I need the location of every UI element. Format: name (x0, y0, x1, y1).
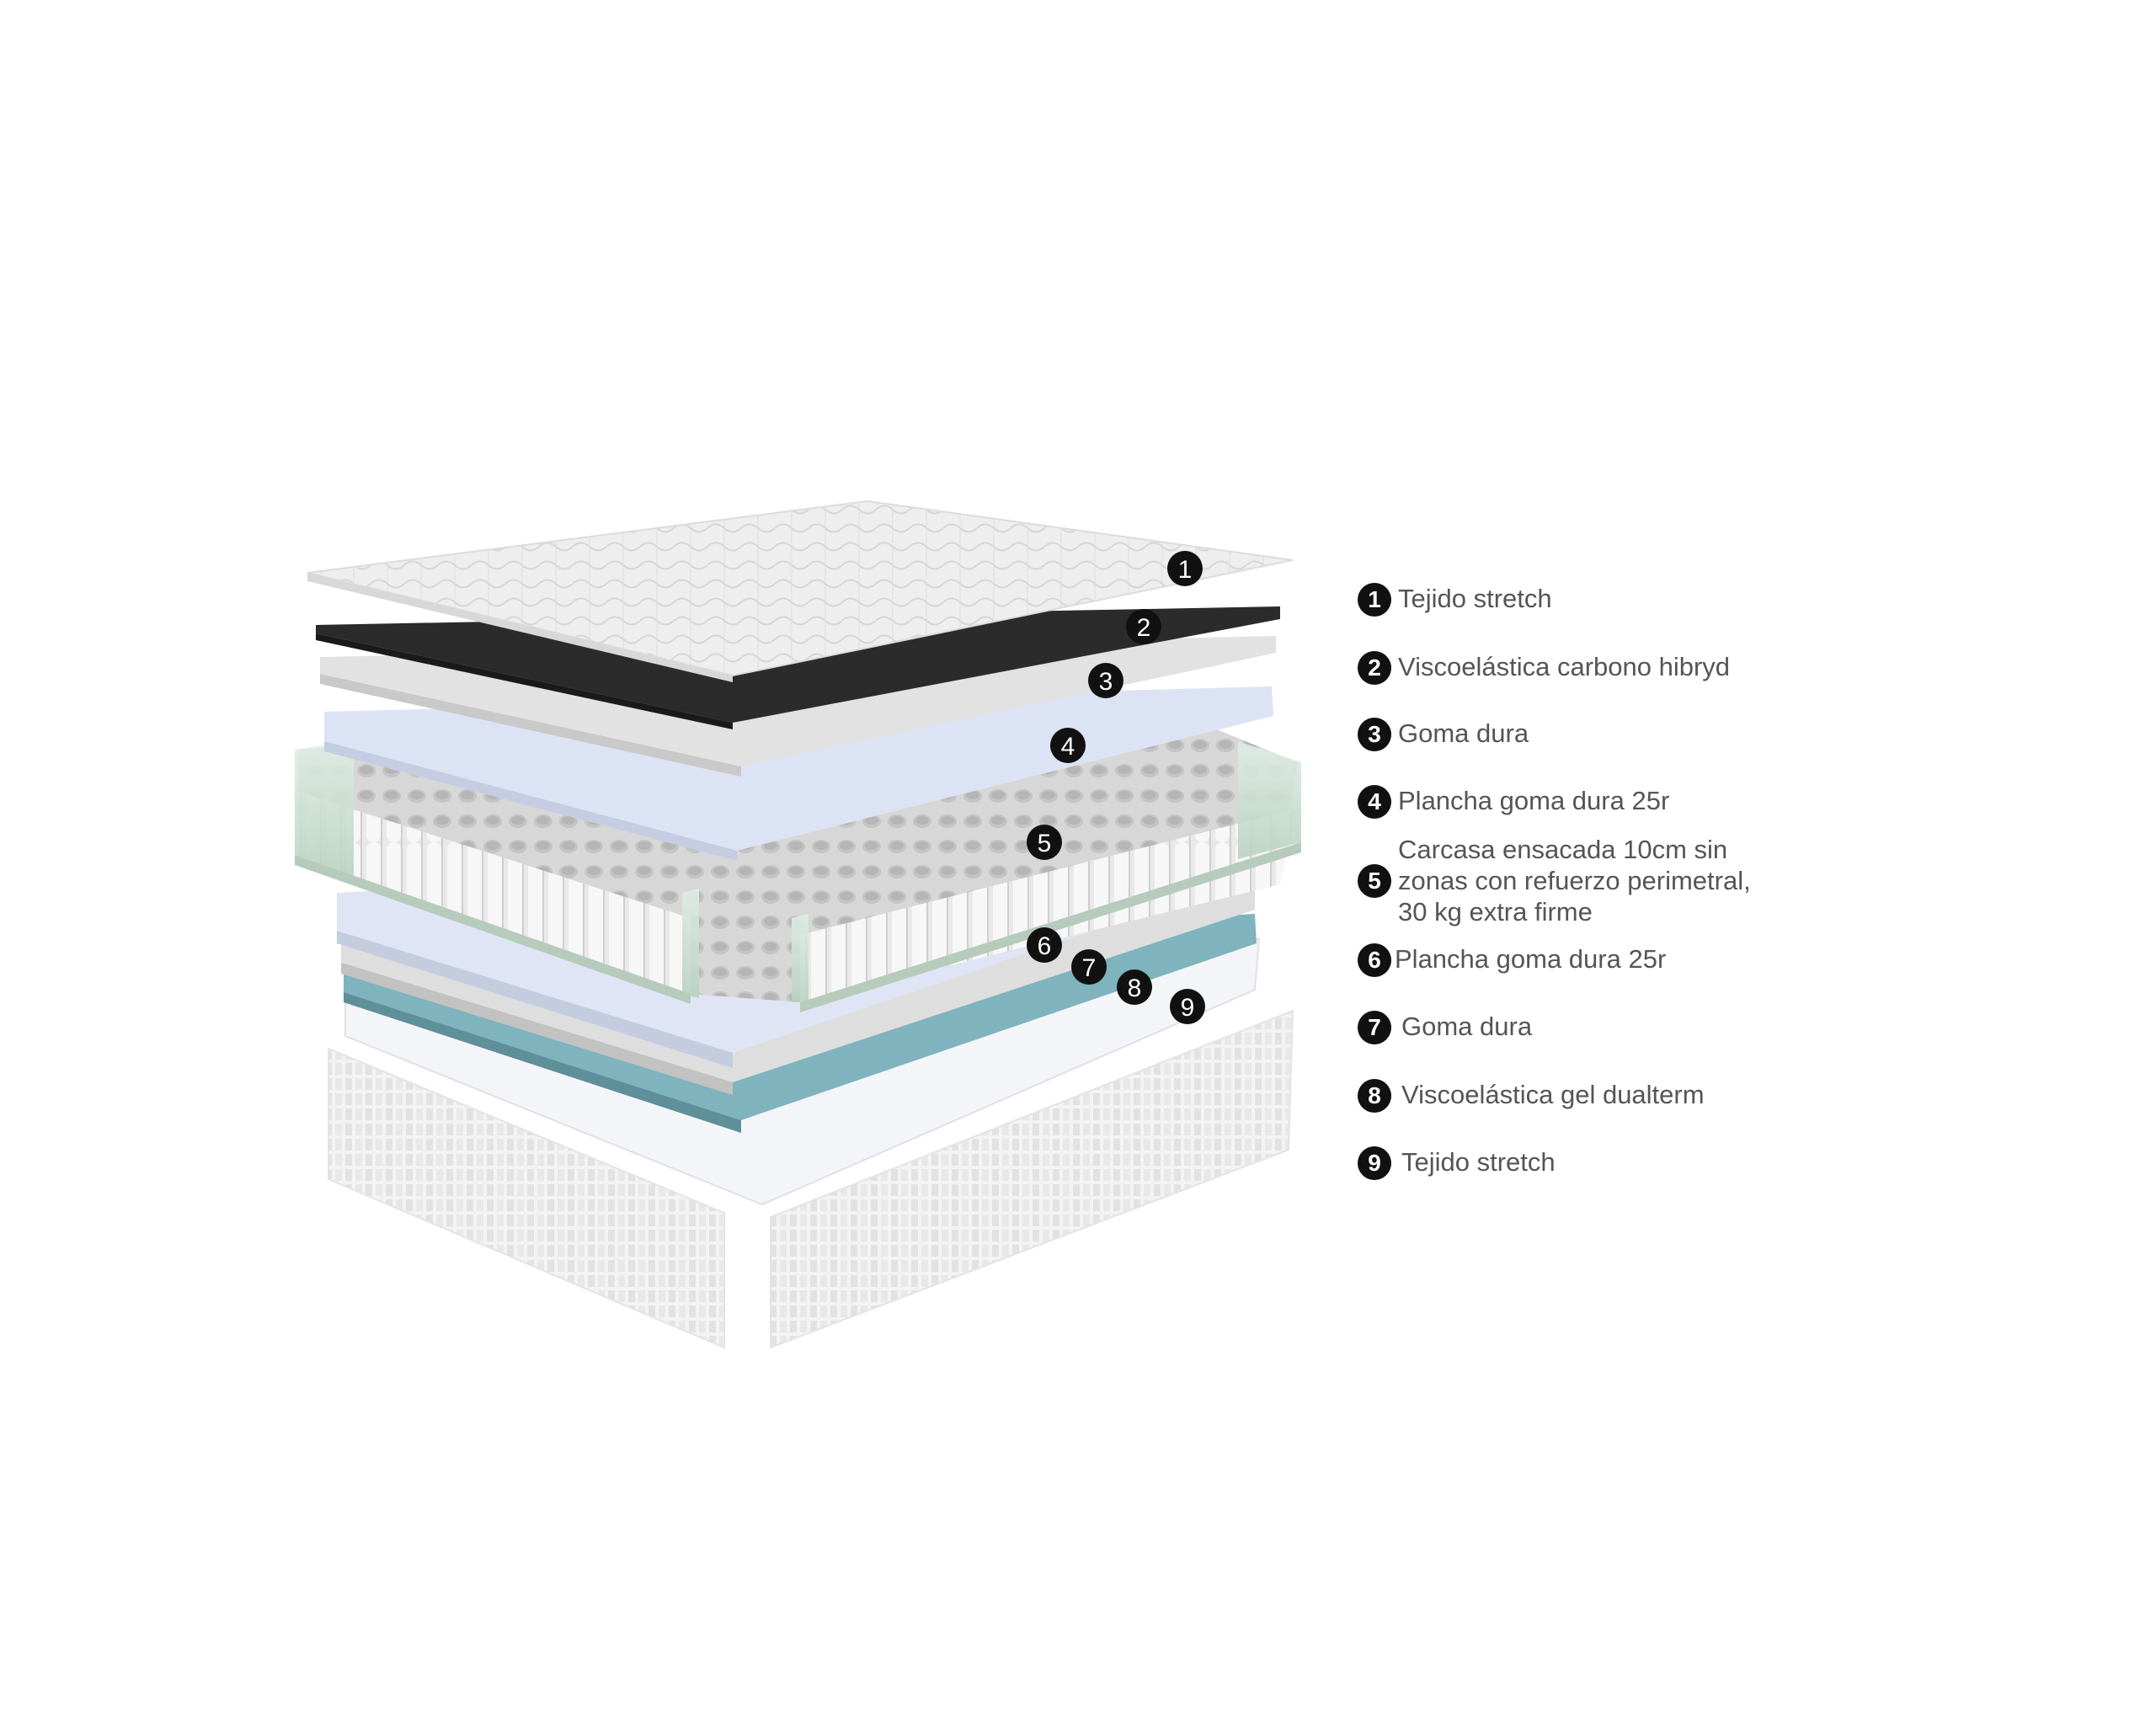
callout-2: 2 (1126, 609, 1161, 644)
legend-badge-2: 2 (1358, 651, 1391, 685)
legend-label-6: Plancha goma dura 25r (1395, 944, 1667, 974)
legend-item-9: 9 Tejido stretch (1358, 1146, 1556, 1180)
svg-text:5: 5 (1038, 830, 1052, 857)
legend-label-9: Tejido stretch (1401, 1147, 1556, 1177)
border-fabric-right (770, 1009, 1294, 1349)
legend-item-3: 3 Goma dura (1358, 718, 1529, 751)
callout-3: 3 (1088, 663, 1123, 698)
legend-item-8: 8 Viscoelástica gel dualterm (1358, 1079, 1705, 1113)
svg-text:7: 7 (1082, 954, 1097, 982)
legend-label-8: Viscoelástica gel dualterm (1401, 1080, 1705, 1109)
svg-text:1: 1 (1178, 556, 1193, 584)
legend-label-5: Carcasa ensacada 10cm sin zonas con refu… (1398, 835, 1751, 927)
svg-text:4: 4 (1061, 733, 1075, 761)
legend-badge-3: 3 (1358, 718, 1391, 751)
legend-label-2: Viscoelástica carbono hibryd (1398, 652, 1731, 681)
legend-badge-8: 8 (1358, 1079, 1391, 1113)
legend-label-4: Plancha goma dura 25r (1398, 786, 1670, 815)
legend-badge-9: 9 (1358, 1146, 1391, 1180)
legend-badge-1: 1 (1358, 583, 1391, 617)
legend-item-4: 4 Plancha goma dura 25r (1358, 785, 1669, 819)
callout-7: 7 (1071, 949, 1107, 985)
callout-8: 8 (1117, 969, 1152, 1005)
legend-badge-4: 4 (1358, 785, 1391, 819)
legend-item-2: 2 Viscoelástica carbono hibryd (1358, 651, 1730, 685)
callout-6: 6 (1027, 927, 1062, 963)
callout-9: 9 (1170, 989, 1205, 1024)
callout-1: 1 (1167, 551, 1203, 586)
legend-item-5: 5 Carcasa ensacada 10cm sin zonas con re… (1358, 834, 1751, 927)
svg-text:9: 9 (1181, 994, 1195, 1022)
layer-1-stretch-fabric (307, 499, 1294, 682)
svg-text:6: 6 (1038, 932, 1052, 960)
legend-item-7: 7 Goma dura (1358, 1011, 1532, 1044)
legend-item-1: 1 Tejido stretch (1358, 583, 1552, 617)
legend-label-7: Goma dura (1401, 1012, 1533, 1041)
legend-badge-5: 5 (1358, 863, 1391, 898)
legend-badge-7: 7 (1358, 1011, 1391, 1044)
svg-text:8: 8 (1128, 975, 1142, 1002)
border-fabric-left (328, 1047, 725, 1349)
callout-4: 4 (1050, 728, 1086, 763)
callout-5: 5 (1027, 825, 1062, 860)
legend-badge-6: 6 (1358, 943, 1391, 977)
legend-item-6: 6 Plancha goma dura 25r (1358, 943, 1666, 977)
svg-text:3: 3 (1099, 668, 1113, 696)
svg-text:2: 2 (1137, 614, 1151, 642)
legend-label-3: Goma dura (1398, 718, 1529, 748)
legend-label-1: Tejido stretch (1398, 584, 1552, 613)
